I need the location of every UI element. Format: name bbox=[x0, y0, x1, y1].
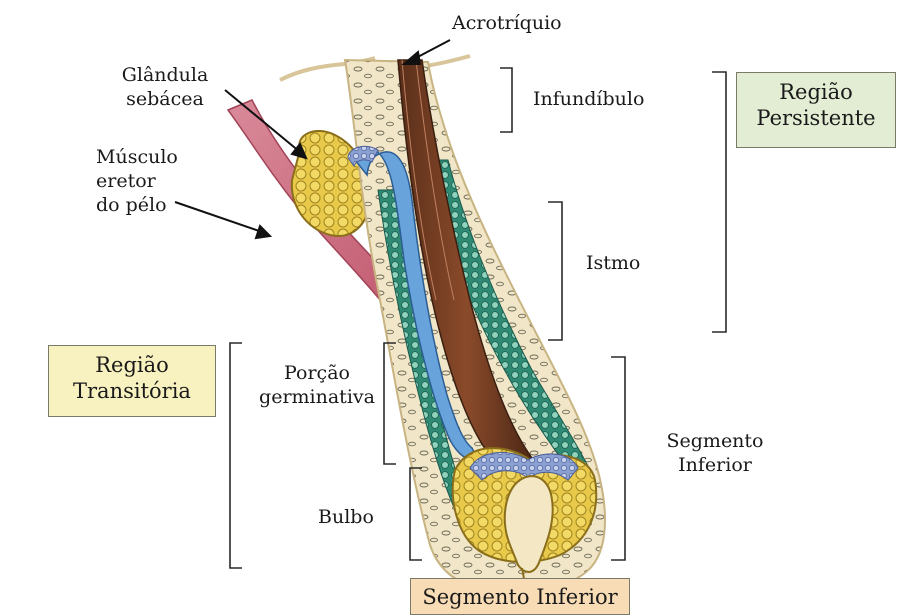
label-porcao-germinativa: Porção germinativa bbox=[252, 362, 382, 410]
box-segmento-inferior: Segmento Inferior bbox=[410, 578, 630, 615]
label-istmo: Istmo bbox=[586, 252, 640, 276]
bracket-regiao-persistente bbox=[712, 72, 726, 332]
label-segmento-inferior-right: Segmento Inferior bbox=[650, 430, 780, 478]
bracket-infundibulo bbox=[500, 68, 512, 132]
label-musculo-eretor: Músculo eretor do pélo bbox=[96, 146, 178, 217]
bracket-istmo bbox=[548, 202, 562, 340]
label-infundibulo: Infundíbulo bbox=[533, 88, 644, 112]
box-regiao-persistente: Região Persistente bbox=[736, 72, 896, 148]
label-bulbo: Bulbo bbox=[318, 506, 374, 530]
bracket-segmento-inferior bbox=[611, 357, 625, 560]
box-regiao-transitoria: Região Transitória bbox=[48, 345, 216, 417]
label-acrotriquio: Acrotríquio bbox=[452, 12, 562, 36]
label-glandula-sebacea: Glândula sebácea bbox=[100, 64, 230, 112]
bracket-regiao-transitoria bbox=[230, 343, 242, 568]
